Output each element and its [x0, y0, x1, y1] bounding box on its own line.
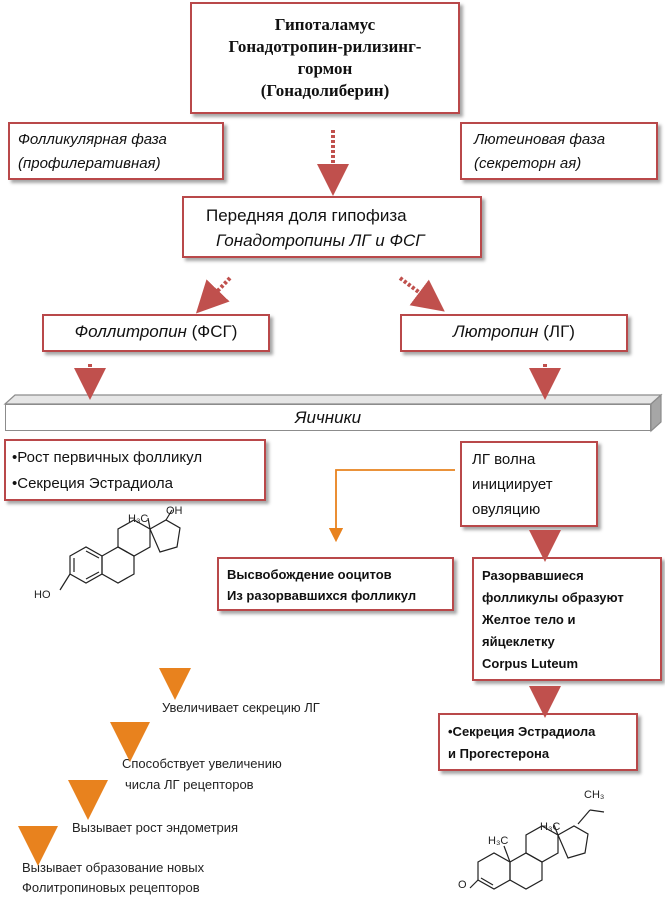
follicular-phase-box: Фолликулярная фаза (профилеративная) [8, 122, 224, 180]
luteal-secretion-line1: •Секреция Эстрадиола [448, 724, 596, 739]
lh-wave-line2: инициирует [472, 476, 553, 493]
fsh-box: Фоллитропин (ФСГ) [42, 314, 270, 352]
gonadotropins-label: Гонадотропины ЛГ и ФСГ [206, 228, 480, 253]
lh-wave-line1: ЛГ волна [472, 451, 536, 468]
lh-abbr: (ЛГ) [543, 322, 575, 341]
corpus-luteum-line5: Corpus Luteum [482, 656, 579, 671]
progesterone-ch3: CH₃ [584, 789, 604, 801]
corpus-luteum-line4: яйцеклетку [482, 634, 555, 649]
gnrh-line2: гормон [297, 59, 353, 78]
corpus-luteum-line3: Желтое тело и [482, 612, 576, 627]
gonadoliberin-label: (Гонадолиберин) [260, 81, 390, 100]
lh-wave-line3: овуляцию [472, 501, 541, 518]
estradiol-methyl: H₃C [128, 513, 148, 525]
oocyte-release-line2: Из разорвавшихся фолликул [227, 588, 417, 603]
oocyte-release-line1: Высвобождение ооцитов [227, 567, 392, 582]
effect-fsh-receptors-2: Фолитропиновых рецепторов [22, 880, 200, 895]
arrow-lh-wave-to-oocyte [328, 469, 455, 543]
progesterone-o: O [458, 879, 467, 891]
corpus-luteum-box: Разорвавшиеся фолликулы образуют Желтое … [472, 557, 662, 681]
lh-box: Лютропин (ЛГ) [400, 314, 628, 352]
gonadotropins-text: Гонадотропины ЛГ и ФСГ [216, 231, 425, 250]
follicular-phase-subtitle: (профилеративная) [18, 155, 161, 172]
effect-endometrium: Вызывает рост эндометрия [72, 820, 239, 835]
follicular-phase-title: Фолликулярная фаза [18, 131, 167, 148]
lh-name: Лютропин [453, 322, 539, 341]
progesterone-structure [469, 809, 605, 890]
fsh-abbr: (ФСГ) [191, 322, 238, 341]
luteal-secretion-box: •Секреция Эстрадиола и Прогестерона [438, 713, 638, 771]
estradiol-ho: HO [34, 589, 51, 601]
arrow-pituitary-to-lh [398, 276, 445, 312]
gnrh-line1: Гонадотропин-рилизинг- [228, 37, 422, 56]
oocyte-release-box: Высвобождение ооцитов Из разорвавшихся ф… [217, 557, 454, 611]
progesterone-methyl-1: H₃C [540, 821, 560, 833]
luteal-phase-title: Лютеиновая фаза [474, 131, 606, 148]
luteal-secretion-line2: и Прогестерона [448, 746, 550, 761]
fsh-name: Фоллитропин [74, 322, 187, 341]
estradiol-structure [59, 509, 181, 591]
anterior-pituitary-title: Передняя доля гипофиза [206, 206, 407, 225]
luteal-phase-subtitle: (секреторн ая) [474, 155, 582, 172]
follicle-growth-box: •Рост первичных фолликул •Секреция Эстра… [4, 439, 266, 501]
effect-fsh-receptors-1: Вызывает образование новых [22, 860, 205, 875]
effect-lh-receptors-1: Способствует увеличению [122, 756, 282, 771]
hypothalamus-box: Гипоталамус Гонадотропин-рилизинг- гормо… [190, 2, 460, 114]
arrow-pituitary-to-fsh [195, 276, 232, 314]
corpus-luteum-line1: Разорвавшиеся [482, 568, 584, 583]
progesterone-methyl-2: H₃C [488, 835, 508, 847]
estradiol-oh: OH [166, 505, 183, 517]
primary-follicle-growth: •Рост первичных фолликул [12, 449, 203, 466]
effect-lh-receptors-2: числа ЛГ рецепторов [125, 777, 254, 792]
ovaries-label: Яичники [294, 408, 362, 427]
effect-increase-lh: Увеличивает секрецию ЛГ [162, 700, 320, 715]
estradiol-secretion: •Секреция Эстрадиола [12, 475, 174, 492]
corpus-luteum-line2: фолликулы образуют [482, 590, 624, 605]
hypothalamus-title: Гипоталамус [274, 15, 376, 34]
lh-wave-box: ЛГ волна инициирует овуляцию [460, 441, 598, 527]
anterior-pituitary-box: Передняя доля гипофиза Гонадотропины ЛГ … [182, 196, 482, 258]
ovaries-bar: Яичники [5, 404, 651, 431]
luteal-phase-box: Лютеиновая фаза (секреторн ая) [460, 122, 658, 180]
